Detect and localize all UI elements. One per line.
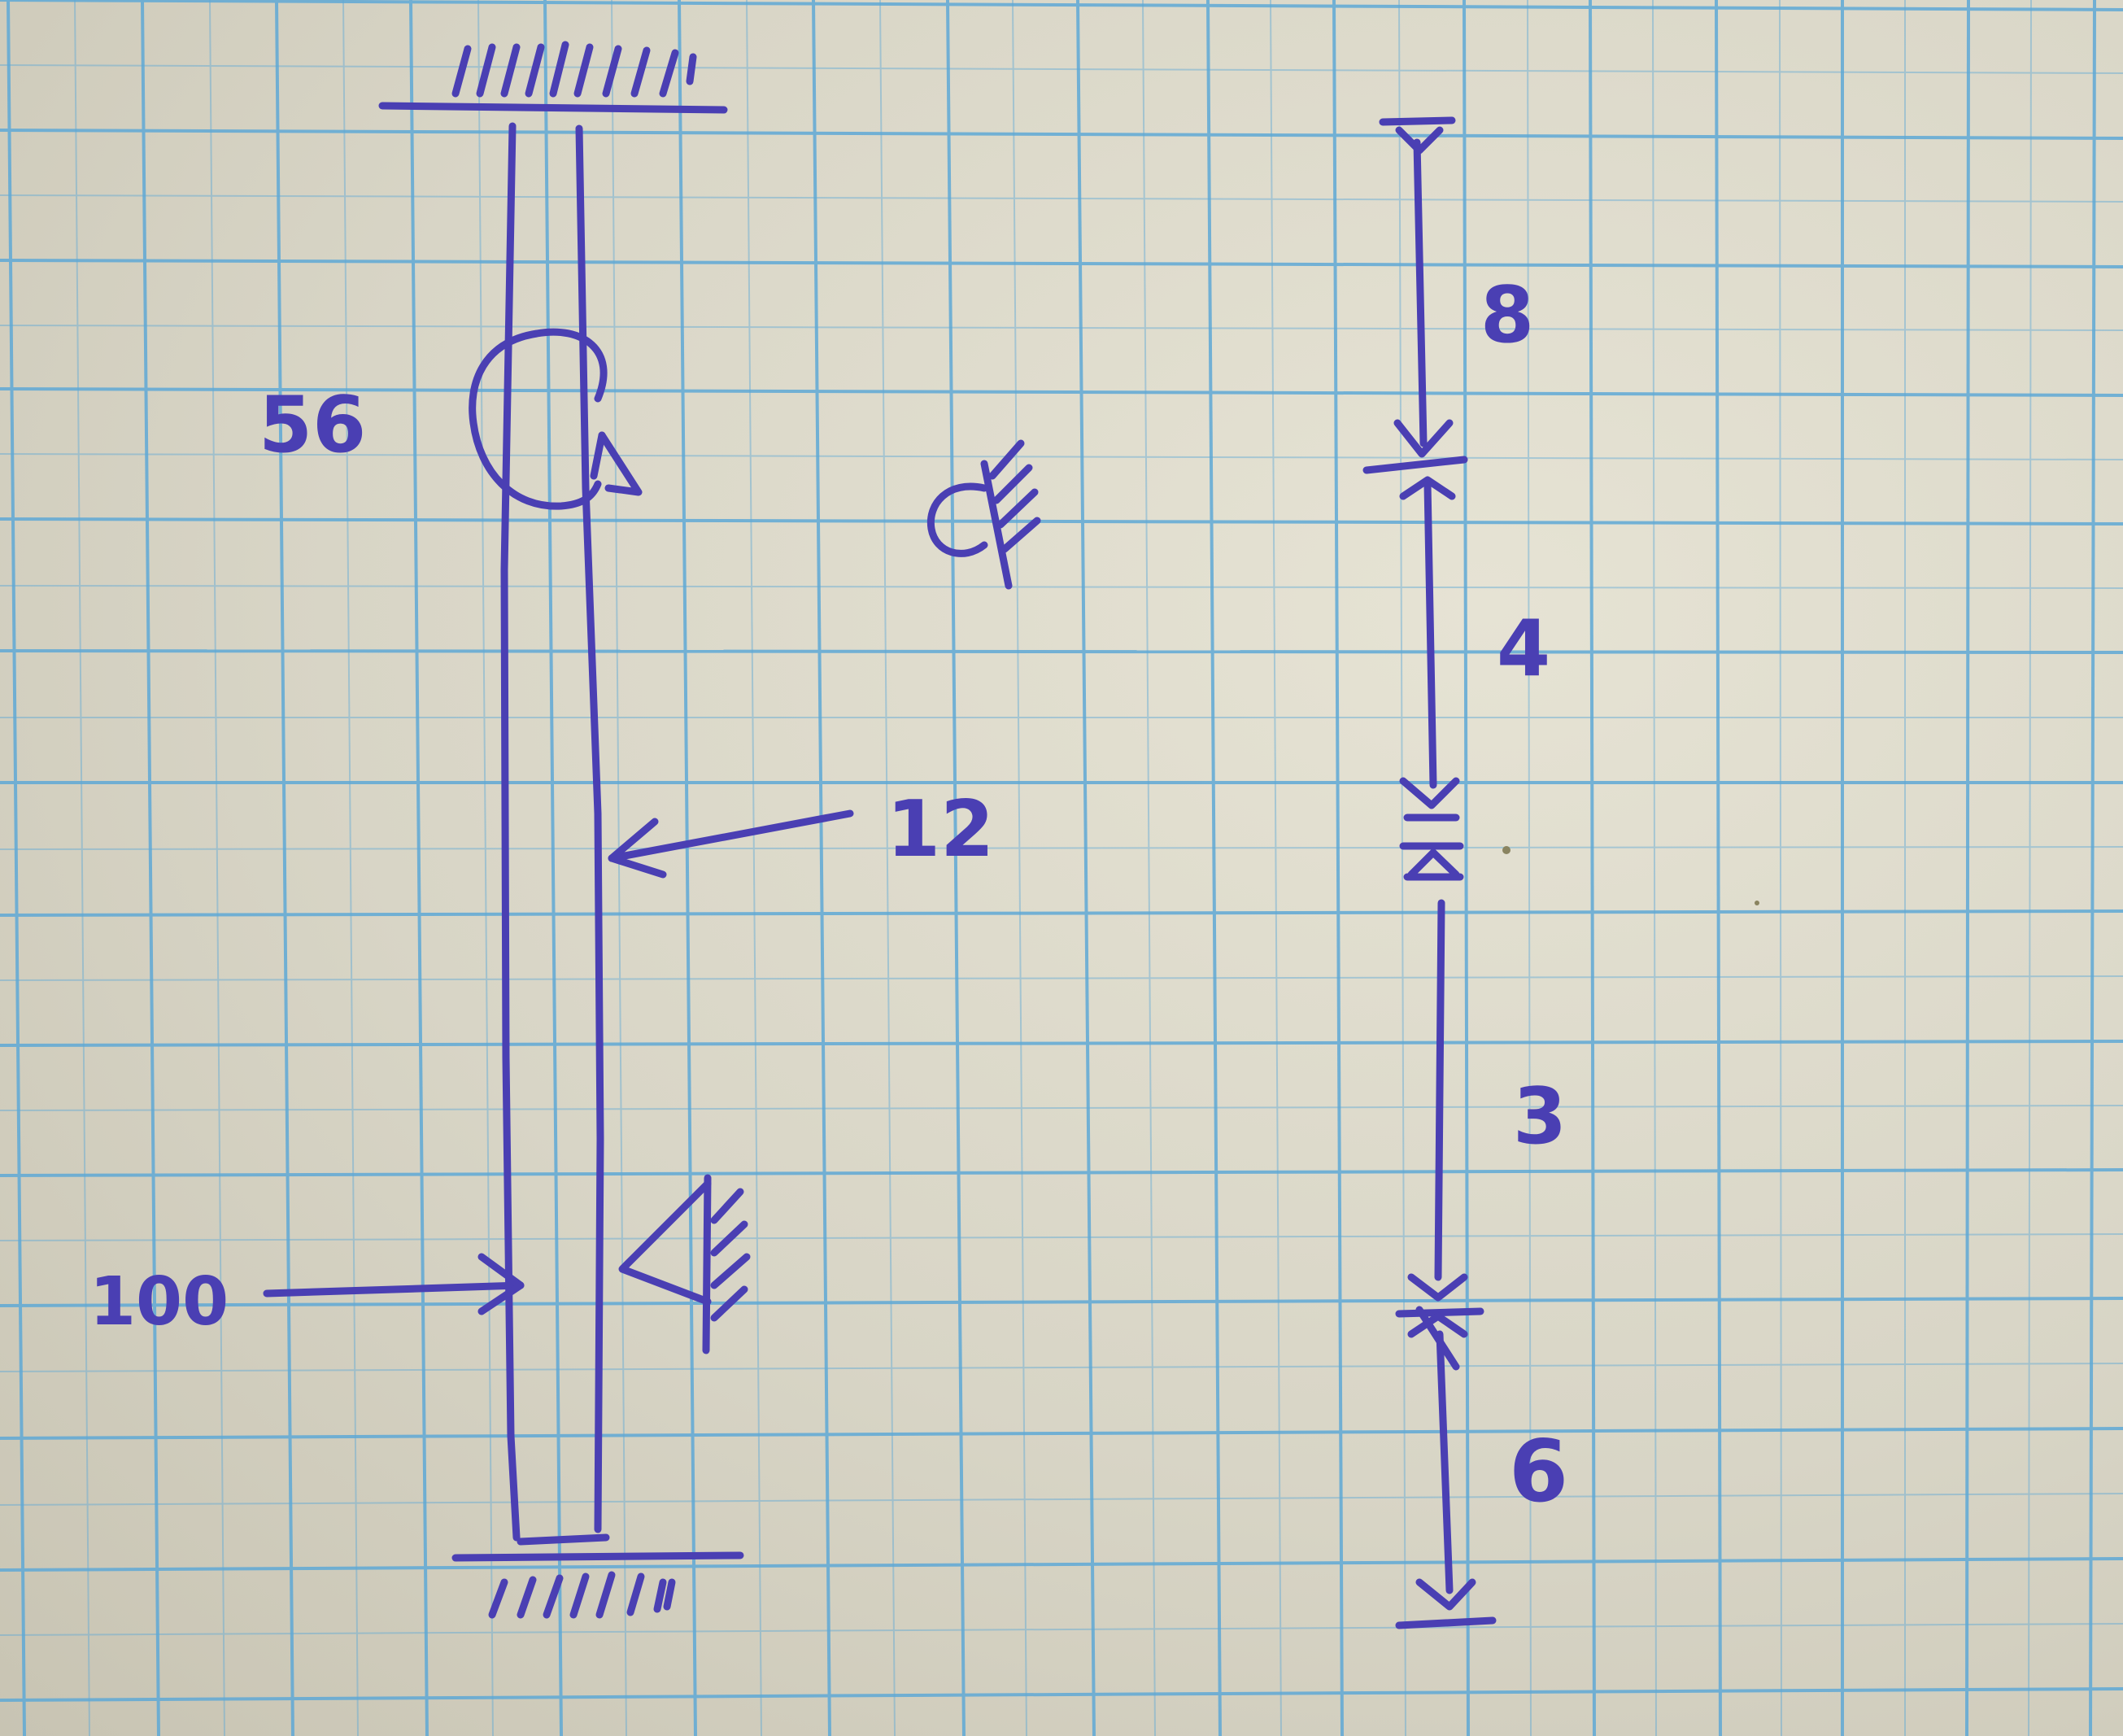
lateral-load-label: 12: [887, 785, 994, 875]
bottom-fixed-support: [451, 1533, 744, 1619]
hinge-support-icon: [926, 439, 1041, 590]
paper-dot: [1502, 846, 1511, 854]
lateral-load-arrow: [608, 809, 854, 879]
pin-support-icon: [618, 1174, 751, 1354]
paper-dot: [1755, 901, 1759, 905]
moment-label: 56: [259, 381, 366, 470]
dimension-chain: [1362, 116, 1497, 1629]
dimension-label-4: 4: [1497, 604, 1550, 694]
point-load-label: 100: [89, 1263, 229, 1341]
point-load-arrow: [263, 1253, 525, 1315]
applied-moment-icon: [469, 328, 643, 510]
dimension-label-3: 3: [1513, 1072, 1567, 1162]
dimension-label-6: 6: [1509, 1422, 1568, 1521]
dimension-label-8: 8: [1480, 271, 1534, 360]
top-fixed-support: [378, 41, 728, 114]
column-member: [500, 122, 604, 1542]
